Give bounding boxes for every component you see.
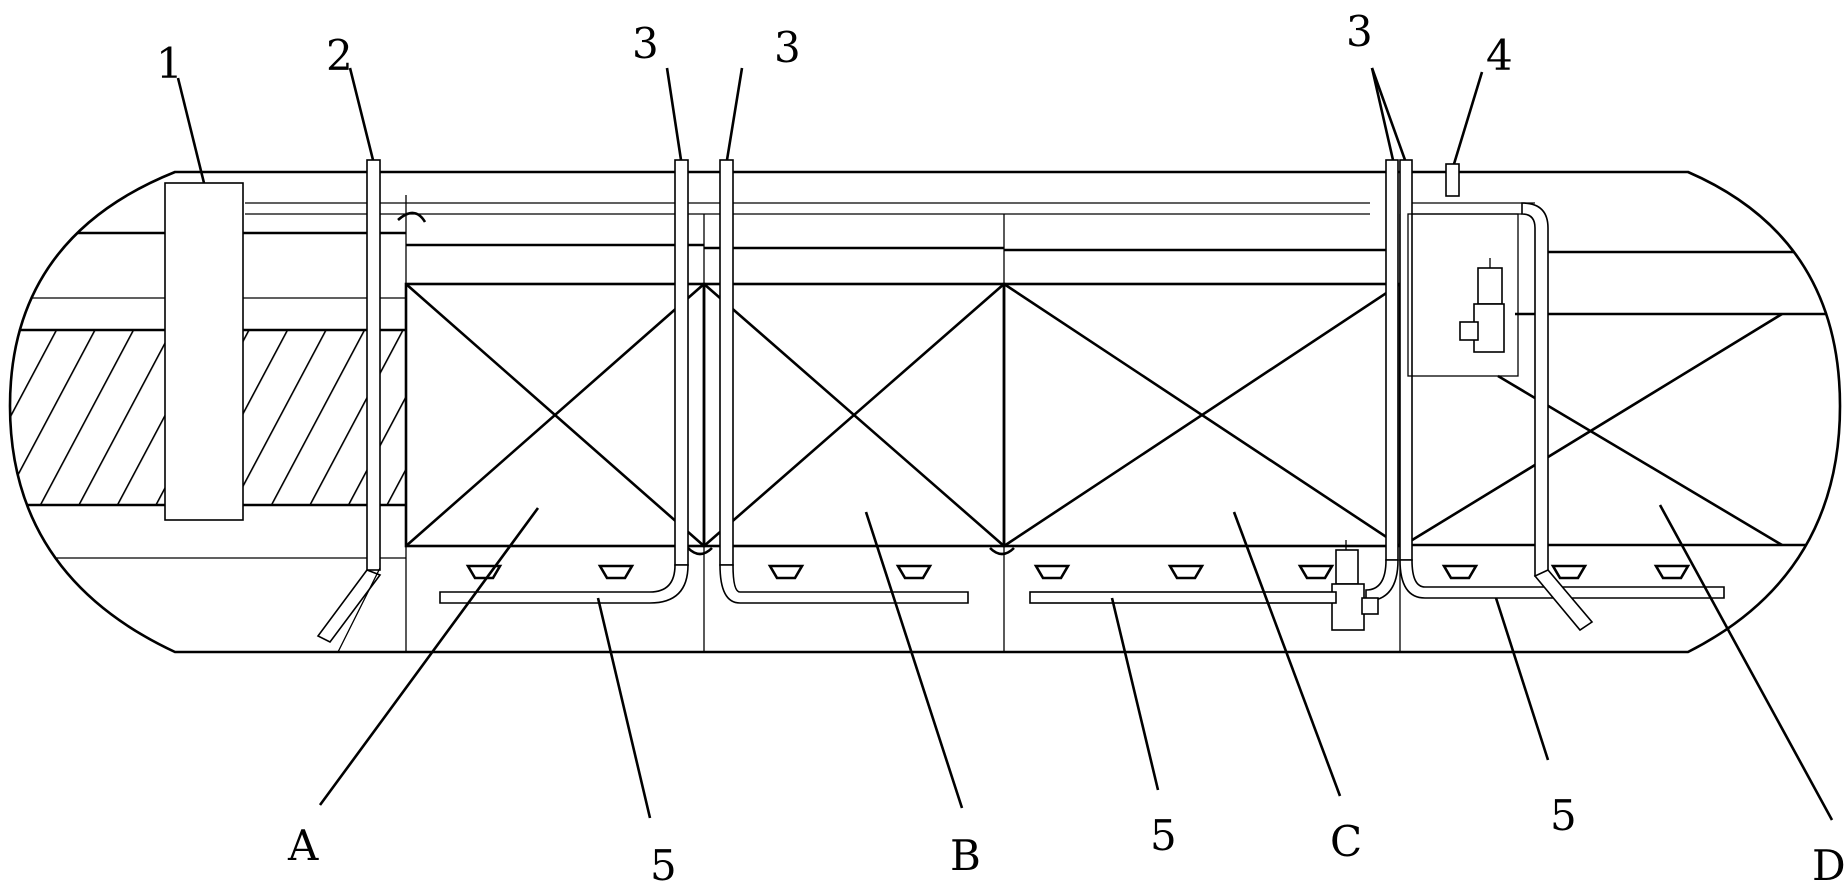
label-5a: 5 xyxy=(650,841,677,890)
aerator-header-c xyxy=(1029,591,1337,604)
leader-3d xyxy=(1370,67,1407,161)
pump-box xyxy=(1407,213,1519,377)
leader-1 xyxy=(176,77,206,184)
vent-pipe-2 xyxy=(316,159,382,653)
pump-icon-d xyxy=(1459,258,1505,353)
riser-pipe-a xyxy=(439,159,689,604)
leader-3a xyxy=(665,67,683,161)
media-frame-c xyxy=(1002,282,1402,548)
label-4: 4 xyxy=(1486,31,1513,80)
label-c: C xyxy=(1330,817,1362,866)
label-3a: 3 xyxy=(632,19,659,68)
leader-3c xyxy=(1370,67,1395,161)
aerators xyxy=(465,564,1691,580)
tank-outline xyxy=(8,170,1842,654)
media-frame-a xyxy=(404,282,706,548)
label-a: A xyxy=(287,821,319,870)
leader-5b xyxy=(1110,597,1160,791)
riser-pipe-d xyxy=(1399,159,1725,599)
label-3c: 3 xyxy=(1346,7,1373,56)
pump-icon-c xyxy=(1331,540,1379,631)
return-pipe-d xyxy=(1521,202,1594,632)
riser-pipe-b xyxy=(719,159,969,604)
leader-d xyxy=(1658,504,1834,821)
flow-arrow-2 xyxy=(687,547,713,556)
label-5b: 5 xyxy=(1150,811,1177,860)
media-frame-d xyxy=(1403,312,1783,547)
flow-arrow-3 xyxy=(989,547,1015,556)
leader-5c xyxy=(1494,597,1550,761)
leader-a xyxy=(318,507,540,806)
inlet-box xyxy=(164,182,244,521)
label-d: D xyxy=(1812,841,1846,890)
label-3b: 3 xyxy=(774,23,801,72)
label-b: B xyxy=(950,831,981,880)
leader-b xyxy=(864,511,964,809)
media-frame-b xyxy=(702,282,1006,548)
label-1: 1 xyxy=(156,39,183,88)
leader-c xyxy=(1232,511,1342,797)
leader-4 xyxy=(1452,71,1484,165)
label-2: 2 xyxy=(326,31,353,80)
leader-3b xyxy=(725,67,744,161)
leader-5a xyxy=(596,597,652,819)
leader-2 xyxy=(348,67,375,161)
vent-4 xyxy=(1445,163,1460,197)
label-5c: 5 xyxy=(1550,791,1577,840)
flow-arrow-1 xyxy=(397,211,427,223)
